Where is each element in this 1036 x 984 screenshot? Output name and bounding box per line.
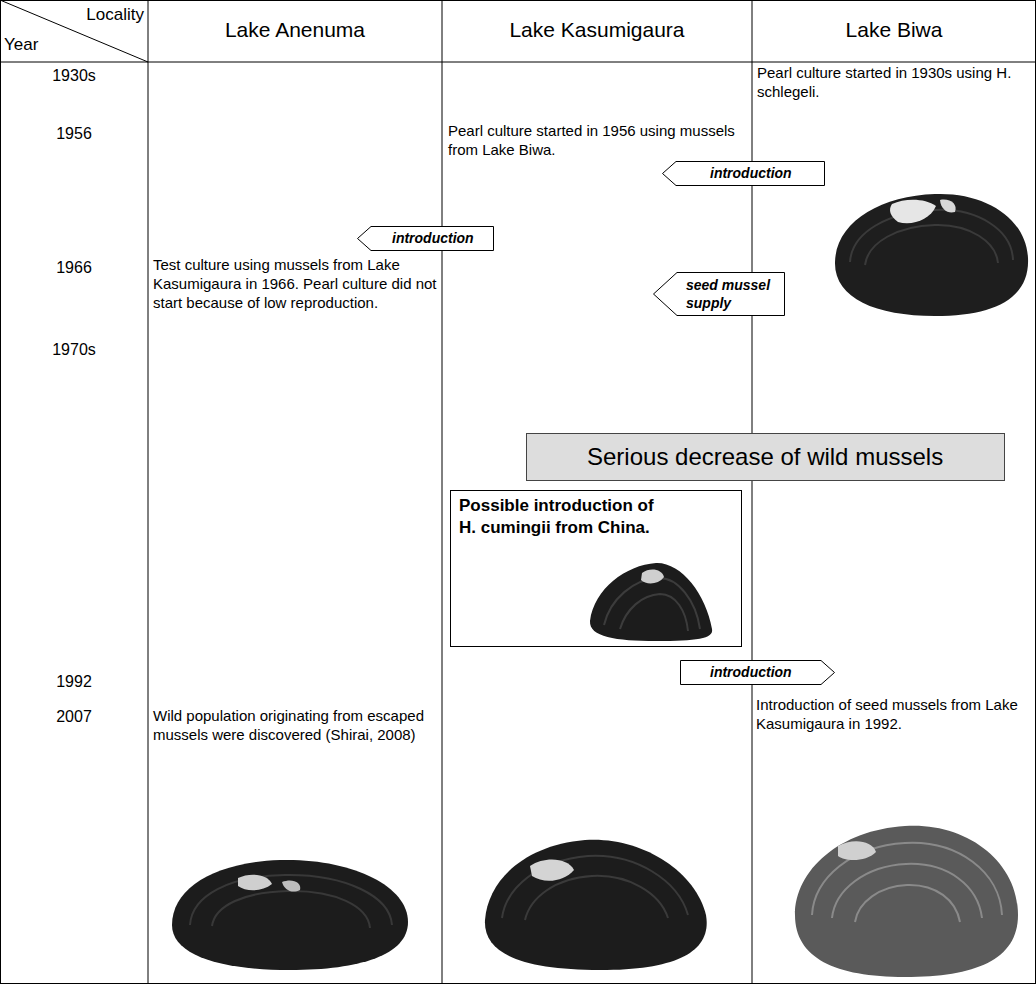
mussel-shell [172, 860, 408, 970]
block-arrow: introduction [662, 161, 825, 186]
arrow-shape [358, 227, 494, 251]
column-header: Lake Kasumigaura [442, 17, 752, 43]
shell-worn-patch [890, 200, 936, 223]
block-arrow: seed mussel supply [653, 272, 785, 316]
growth-line [865, 225, 998, 265]
arrow-label: introduction [710, 164, 792, 182]
shell-worn-patch [282, 880, 300, 891]
cell-note: Introduction of seed mussels from Lake K… [756, 696, 1030, 734]
column-rule [752, 0, 753, 984]
box-text: Possible introduction of H. cumingii fro… [459, 495, 674, 539]
arrow-shape [663, 162, 825, 186]
growth-line [620, 594, 688, 631]
shell-body [590, 563, 712, 641]
cell-note: Pearl culture started in 1956 using muss… [448, 122, 738, 160]
arrow-shape [654, 273, 785, 316]
mussel-shell [586, 559, 716, 644]
year-label: 1930s [0, 66, 148, 86]
block-arrow: introduction [680, 660, 835, 685]
shell-worn-patch [238, 875, 272, 891]
mussel-shell [835, 194, 1028, 316]
cell-note: Wild population originating from escaped… [153, 707, 433, 745]
mussel-shell [795, 826, 1018, 977]
note-box: Possible introduction of H. cumingii fro… [450, 490, 742, 647]
shell-worn-patch [641, 570, 664, 584]
shell-body [485, 840, 707, 970]
year-label: 1970s [0, 340, 148, 360]
shell-body [795, 826, 1018, 977]
growth-line [832, 864, 982, 918]
mussel-shell [485, 840, 707, 970]
band-text: Serious decrease of wild mussels [587, 443, 943, 471]
block-arrow: introduction [357, 226, 494, 251]
header-locality: Locality [58, 4, 144, 25]
year-label: 2007 [0, 707, 148, 727]
year-label: 1992 [0, 672, 148, 692]
header-year: Year [4, 34, 64, 55]
cell-note: Test culture using mussels from Lake Kas… [153, 256, 437, 312]
header-diagonal [0, 0, 148, 62]
arrow-label: introduction [392, 229, 474, 247]
shell-worn-patch [940, 200, 956, 213]
growth-line [850, 210, 1013, 262]
growth-line [525, 876, 668, 920]
growth-line [212, 891, 370, 928]
column-rule [148, 0, 149, 984]
cell-note: Pearl culture started in 1930s using H. … [757, 64, 1029, 102]
shell-body [172, 860, 408, 970]
growth-line [190, 875, 392, 925]
header-rule [0, 62, 1036, 63]
arrow-label: seed mussel supply [686, 276, 776, 312]
shell-worn-patch [838, 841, 876, 860]
year-label: 1966 [0, 258, 148, 278]
column-header: Lake Biwa [752, 17, 1036, 43]
year-label: 1956 [0, 124, 148, 144]
column-rule [442, 0, 443, 984]
column-header: Lake Anenuma [148, 17, 442, 43]
arrow-label: introduction [710, 663, 792, 681]
growth-line [855, 885, 960, 922]
event-band: Serious decrease of wild mussels [526, 433, 1005, 481]
shell-worn-patch [530, 860, 574, 881]
arrow-shape [681, 661, 835, 685]
shell-body [835, 194, 1028, 316]
